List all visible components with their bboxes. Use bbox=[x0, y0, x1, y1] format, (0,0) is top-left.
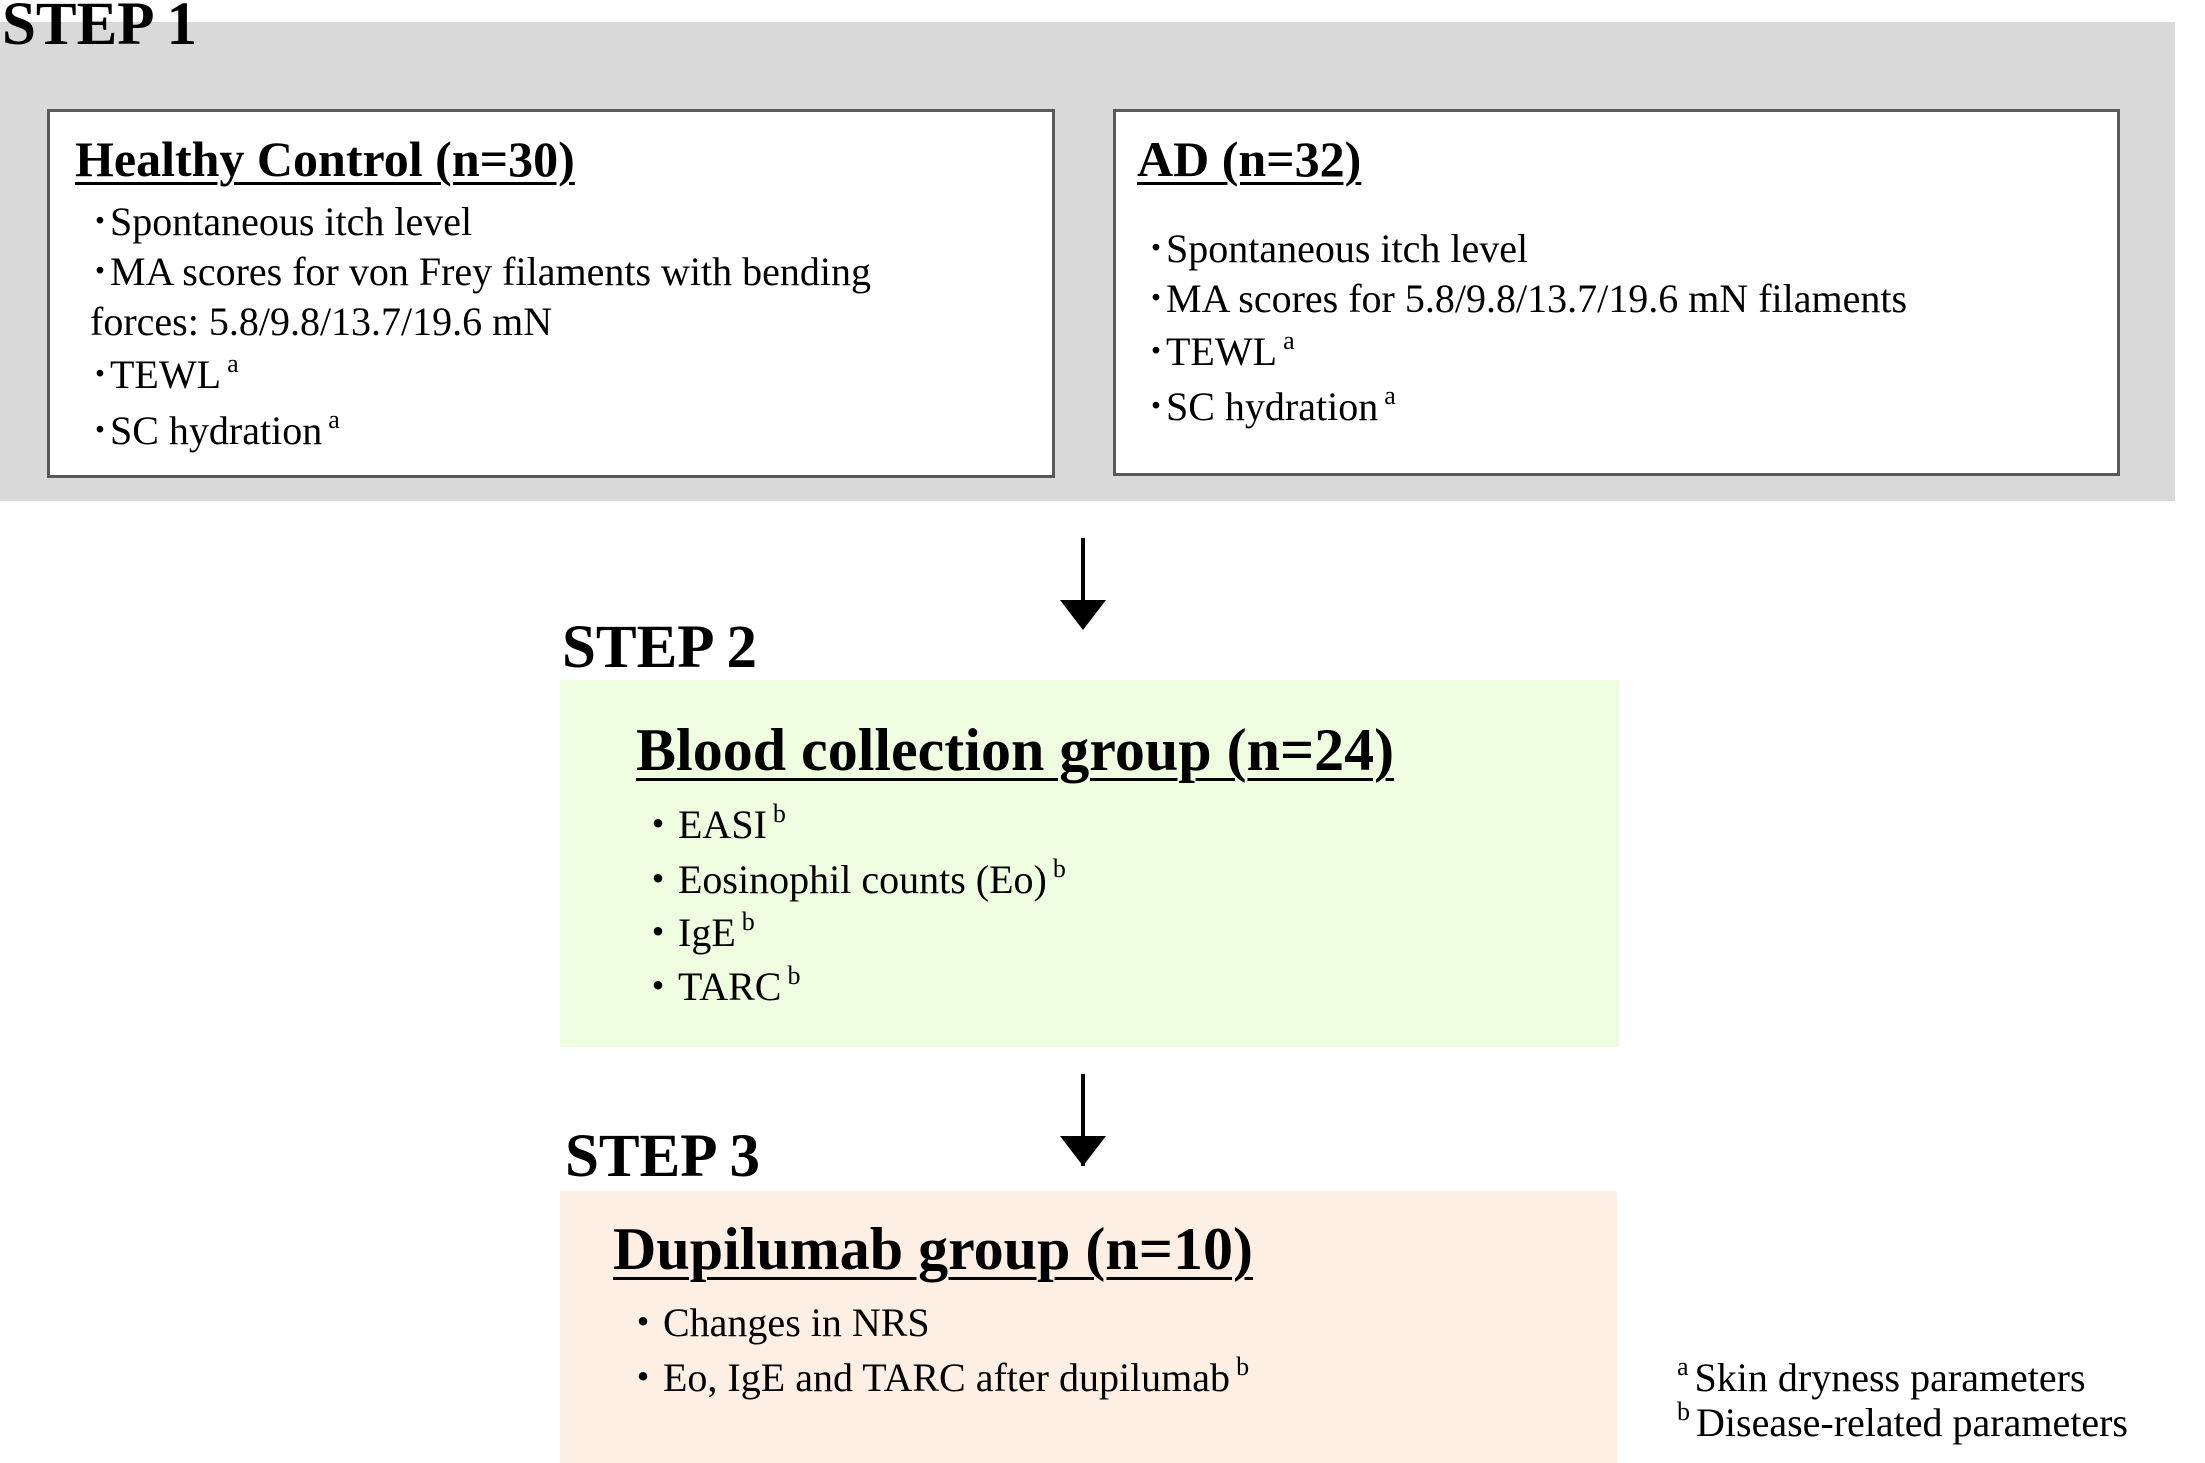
footnote-mark: b bbox=[741, 907, 755, 936]
footnote-mark: a bbox=[328, 405, 340, 434]
step1-title: STEP 1 bbox=[2, 0, 197, 58]
flow-arrow-down-icon bbox=[1060, 600, 1106, 630]
step2-title: STEP 2 bbox=[562, 614, 757, 681]
ad-box: AD (n=32) ･Spontaneous itch level ･MA sc… bbox=[1113, 109, 2120, 476]
list-item: ･MA scores for 5.8/9.8/13.7/19.6 mN fila… bbox=[1146, 276, 1908, 321]
dupilumab-box: Dupilumab group (n=10) ・Changes in NRS ・… bbox=[560, 1191, 1617, 1463]
list-item: ･Spontaneous itch level bbox=[90, 199, 473, 244]
dupilumab-heading: Dupilumab group (n=10) bbox=[613, 1216, 1253, 1282]
footnote-mark: b bbox=[1236, 1352, 1250, 1381]
legend-mark: b bbox=[1677, 1397, 1690, 1426]
list-item: forces: 5.8/9.8/13.7/19.6 mN bbox=[90, 299, 553, 344]
list-item: ･MA scores for von Frey filaments with b… bbox=[90, 249, 871, 294]
legend-mark: a bbox=[1677, 1352, 1689, 1381]
flow-arrow-down-icon bbox=[1060, 1136, 1106, 1166]
footnote-mark: a bbox=[227, 349, 239, 378]
list-item: ･Spontaneous itch level bbox=[1146, 226, 1529, 271]
healthy-control-box: Healthy Control (n=30) ･Spontaneous itch… bbox=[47, 109, 1055, 478]
footnote-mark: b bbox=[772, 799, 786, 828]
list-item: ・Changes in NRS bbox=[623, 1300, 930, 1345]
footnote-mark: a bbox=[1384, 381, 1396, 410]
ad-heading: AD (n=32) bbox=[1137, 131, 1362, 187]
blood-collection-heading: Blood collection group (n=24) bbox=[636, 717, 1395, 783]
footnote-mark: a bbox=[1283, 326, 1295, 355]
footnote-mark: b bbox=[787, 961, 801, 990]
list-item: ・Eosinophil counts (Eo)b bbox=[638, 854, 1066, 902]
flow-arrow-shaft bbox=[1081, 538, 1085, 600]
step1-panel: Healthy Control (n=30) ･Spontaneous itch… bbox=[0, 22, 2175, 501]
footnote-mark: b bbox=[1052, 854, 1066, 883]
healthy-control-heading: Healthy Control (n=30) bbox=[75, 131, 575, 187]
step3-title: STEP 3 bbox=[565, 1123, 760, 1190]
flow-arrow-shaft bbox=[1081, 1074, 1085, 1166]
